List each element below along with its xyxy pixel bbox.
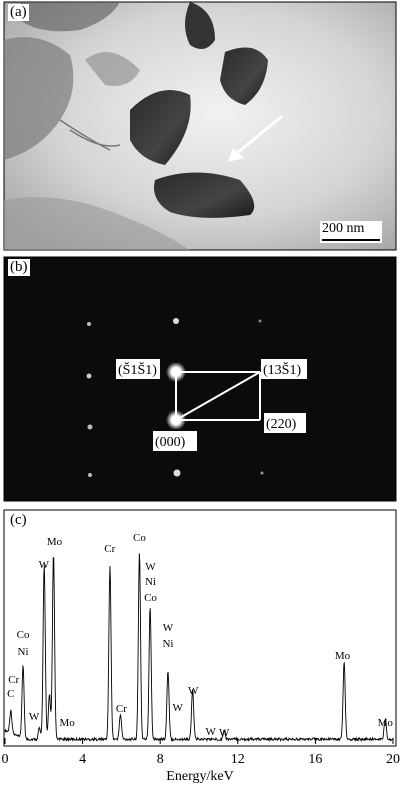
precipitate-right: [220, 47, 268, 105]
indexing-parallelogram: [175, 371, 261, 421]
index-label-origin: (000): [155, 435, 186, 450]
peak-label-w: W: [163, 622, 174, 634]
peak-label-cr: Cr: [104, 543, 115, 555]
peak-label-co: Co: [17, 629, 30, 641]
panel-b-label: (b): [8, 259, 30, 276]
index-label-right: (13Š1): [263, 361, 301, 378]
peak-label-mo: Mo: [378, 717, 394, 729]
peak-label-co: Co: [144, 592, 157, 604]
x-tick-label: 16: [308, 752, 322, 767]
x-tick-label: 0: [2, 752, 9, 767]
peak-label-cr: Cr: [8, 674, 19, 686]
scale-bar-box: [320, 221, 382, 243]
precipitate-top: [185, 2, 215, 49]
peak-label-mo: Mo: [47, 536, 63, 548]
scale-bar-text: 200 nm: [322, 221, 365, 236]
peak-label-mo: Mo: [59, 717, 75, 729]
peak-label-w: W: [145, 561, 156, 573]
x-tick-label: 20: [386, 752, 400, 767]
panel-b-diffraction: (Š1Š1) (13Š1) (220) (000) (b): [0, 255, 400, 503]
peak-label-w: W: [188, 685, 199, 697]
peak-label-w: W: [172, 702, 183, 714]
peak-label-ni: Ni: [162, 638, 173, 650]
peak-label-ni: Ni: [18, 646, 29, 658]
x-axis-label: Energy/keV: [166, 769, 233, 784]
x-tick-label: 4: [79, 752, 86, 767]
precipitate-bottom: [154, 172, 255, 218]
peak-label-w: W: [219, 727, 230, 739]
peak-label-c: C: [7, 688, 14, 700]
peak-label-co: Co: [133, 532, 146, 544]
panel-a-micrograph: (a) 200 nm: [0, 0, 400, 252]
plot-frame: [3, 509, 397, 747]
peak-label-mo: Mo: [335, 650, 351, 662]
panel-c-label: (c): [8, 512, 29, 529]
diffraction-pattern: (Š1Š1) (13Š1) (220) (000): [3, 256, 397, 502]
micrograph-image: [3, 1, 397, 251]
peak-label-w: W: [29, 711, 40, 723]
arrow-indicator: [235, 114, 283, 156]
spectrum-line: [4, 553, 394, 743]
index-label-left: (Š1Š1): [118, 361, 157, 378]
x-tick-label: 12: [231, 752, 245, 767]
peak-label-w: W: [39, 559, 50, 571]
peak-label-ni: Ni: [145, 576, 156, 588]
peak-label-w: W: [205, 726, 216, 738]
index-label-bottom-right: (220): [266, 417, 297, 432]
x-tick-label: 8: [157, 752, 164, 767]
panel-a-label: (a): [8, 4, 29, 21]
dark-grain-region: [4, 37, 74, 161]
peak-label-cr: Cr: [116, 703, 127, 715]
precipitate-center: [130, 90, 191, 165]
